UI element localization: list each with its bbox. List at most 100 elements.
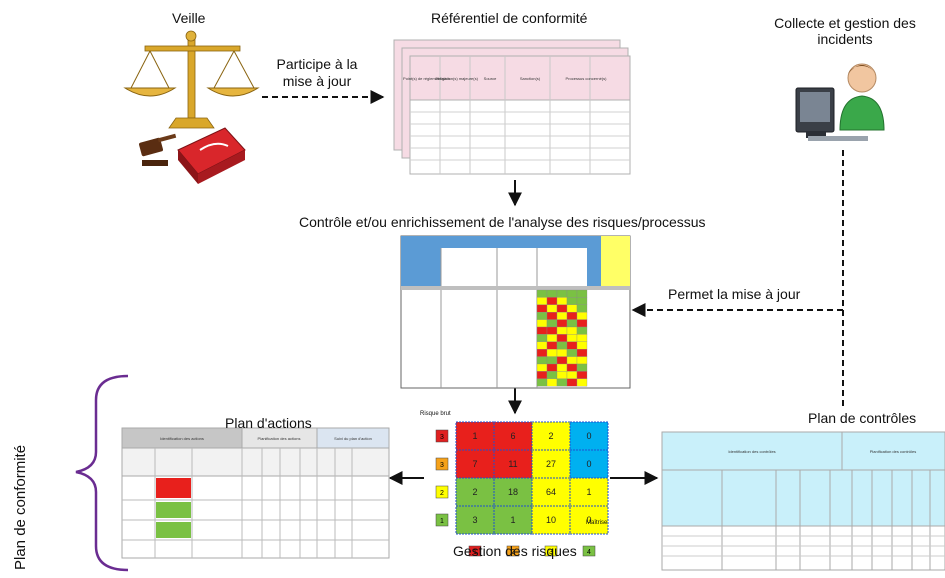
- risk-heat-cell: [566, 371, 578, 379]
- matrix-cell-value: 1: [510, 515, 515, 525]
- matrix-row-label-box: [435, 429, 449, 443]
- risk-heat-cell: [556, 319, 568, 328]
- risk-heat-cell: [566, 378, 578, 387]
- risk-heat-cell: [566, 326, 578, 335]
- participe-line1: Participe à la: [276, 56, 358, 72]
- matrix-row-label-box: [435, 513, 449, 527]
- risk-heat-cell: [576, 378, 588, 387]
- risk-heat-cell: [556, 341, 568, 350]
- matrix-col-label-box: [544, 545, 558, 557]
- plan-actions-group-header: Planification des actions: [258, 436, 301, 441]
- matrix-cell-value: 2: [548, 431, 553, 441]
- risk-heat-cell: [576, 363, 588, 372]
- risk-heat-cell: [556, 334, 568, 342]
- risk-heat-cell: [576, 371, 588, 379]
- risk-heat-cell: [556, 363, 568, 372]
- referentiel-header: Point(s) de réglementation: [403, 76, 450, 81]
- matrix-row-label: 3: [440, 462, 444, 469]
- participe-label: Participe à la mise à jour: [262, 56, 372, 90]
- risk-heat-cell: [536, 297, 548, 305]
- scales-icon: [123, 30, 260, 129]
- matrix-cell-value: 27: [546, 459, 556, 469]
- risk-heat-cell: [546, 334, 558, 342]
- collecte-title: Collecte et gestion des incidents: [750, 15, 940, 47]
- risk-heat-cell: [546, 304, 558, 313]
- matrix-row-label-box: [435, 457, 449, 471]
- matrix-col-label-box: [468, 545, 482, 557]
- risk-heat-cell: [576, 297, 588, 305]
- matrix-cell: [569, 449, 609, 479]
- risk-heat-cell: [576, 326, 588, 335]
- risk-heat-cell: [536, 289, 548, 298]
- risk-heat-cell: [566, 289, 578, 298]
- matrix-cell: [569, 477, 609, 507]
- risk-heat-cell: [556, 371, 568, 379]
- risk-heat-cell: [546, 363, 558, 372]
- matrix-cell-value: 1: [586, 487, 591, 497]
- risk-heat-cell: [556, 304, 568, 313]
- matrix-col-label: 3: [549, 549, 553, 556]
- risk-heat-cell: [566, 363, 578, 372]
- risk-heat-cell: [566, 334, 578, 342]
- risk-heat-cell: [576, 349, 588, 357]
- risk-heat-cell: [546, 356, 558, 365]
- risk-heat-cell: [546, 319, 558, 328]
- risk-heat-cell: [566, 341, 578, 350]
- collecte-title-line2: incidents: [817, 31, 873, 47]
- risk-heat-cell: [536, 312, 548, 320]
- risk-heat-cell: [556, 312, 568, 320]
- risque-brut-label: Risque brut: [420, 411, 451, 417]
- risk-heat-cell: [566, 349, 578, 357]
- risk-heat-cell: [536, 349, 548, 357]
- referentiel-header: Sanction(s): [520, 76, 541, 81]
- risk-heat-cell: [536, 371, 548, 379]
- matrix-cell: [531, 505, 571, 535]
- veille-title: Veille: [172, 10, 206, 26]
- participe-line2: mise à jour: [282, 73, 352, 89]
- risk-heat-cell: [576, 334, 588, 342]
- conformite-brace: [75, 374, 129, 572]
- matrix-cell-value: 0: [586, 515, 591, 525]
- risk-heat-cell: [566, 312, 578, 320]
- plan-controles-title: Plan de contrôles: [808, 410, 917, 426]
- matrix-cell-value: 3: [472, 515, 477, 525]
- matrix-cell-value: 1: [472, 431, 477, 441]
- risk-heat-cell: [566, 297, 578, 305]
- risk-heat-cell: [576, 356, 588, 365]
- risk-heat-cell: [536, 334, 548, 342]
- matrix-col-label-box: [506, 545, 520, 557]
- risk-heat-cell: [536, 363, 548, 372]
- matrix-cell-value: 0: [586, 459, 591, 469]
- matrix-cell-value: 2: [472, 487, 477, 497]
- maitrise-label: Maîtrise: [586, 520, 608, 526]
- risk-heat-cell: [546, 297, 558, 305]
- matrix-col-label-box: [582, 545, 596, 557]
- risk-heat-cell: [566, 304, 578, 313]
- gavel-icon: [139, 133, 177, 166]
- matrix-cell: [455, 449, 495, 479]
- gestion-title: Gestion des risques: [453, 543, 577, 559]
- risk-heat-cell: [556, 378, 568, 387]
- risk-heat-cell: [576, 312, 588, 320]
- risk-heat-cell: [536, 319, 548, 328]
- matrix-cell-value: 11: [508, 459, 517, 469]
- matrix-cell-value: 18: [508, 487, 518, 497]
- risk-heat-cell: [536, 341, 548, 350]
- matrix-cell-value: 6: [510, 431, 515, 441]
- matrix-col-label: 2: [511, 549, 515, 556]
- controle-title: Contrôle et/ou enrichissement de l'analy…: [299, 214, 706, 230]
- referentiel-header: Processus concerné(s): [566, 76, 608, 81]
- risk-heat-cell: [566, 319, 578, 328]
- matrix-cell: [493, 421, 533, 451]
- matrix-cell: [493, 505, 533, 535]
- risk-heat-cell: [576, 319, 588, 328]
- risk-heat-cell: [536, 304, 548, 313]
- matrix-cell: [455, 505, 495, 535]
- matrix-cell: [531, 477, 571, 507]
- matrix-row-label-box: [435, 485, 449, 499]
- risk-heat-cell: [546, 312, 558, 320]
- risk-heat-cell: [576, 304, 588, 313]
- matrix-cell: [569, 505, 609, 535]
